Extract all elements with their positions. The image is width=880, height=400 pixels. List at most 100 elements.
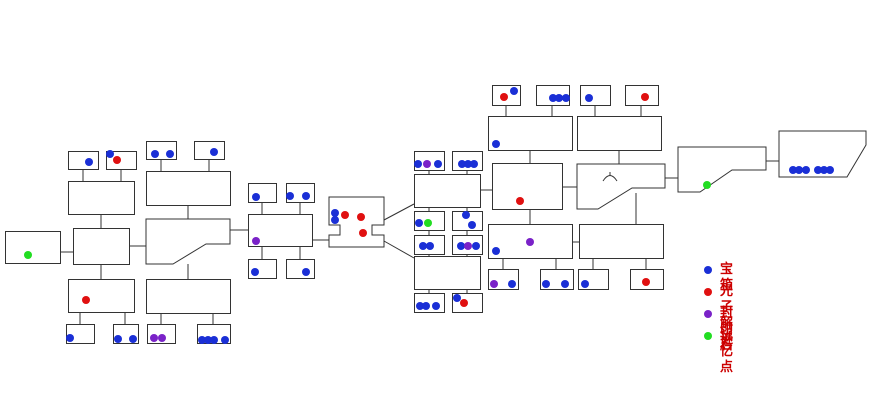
legend-label-seal-stone: 封印石 (720, 306, 734, 353)
map-room-shaped (778, 130, 867, 178)
marker-treasure-icon (302, 268, 310, 276)
marker-seal-stone-icon (150, 334, 158, 342)
marker-seal-stone-icon (158, 334, 166, 342)
marker-seal-stone-icon (526, 238, 534, 246)
marker-treasure-icon (470, 160, 478, 168)
marker-treasure-icon (457, 242, 465, 250)
marker-treasure-icon (414, 160, 422, 168)
marker-treasure-icon (66, 334, 74, 342)
marker-treasure-icon (462, 211, 470, 219)
map-room (492, 163, 563, 210)
map-room (73, 228, 130, 265)
map-room (106, 151, 137, 170)
marker-treasure-icon (795, 166, 803, 174)
marker-photon-puzzle-icon (516, 197, 524, 205)
marker-treasure-icon (581, 280, 589, 288)
marker-treasure-icon (464, 160, 472, 168)
memory-point-dot-icon (704, 332, 712, 340)
map-rooms (5, 85, 867, 344)
marker-treasure-icon (221, 336, 229, 344)
map-room (414, 256, 481, 290)
marker-photon-puzzle-icon (357, 213, 365, 221)
legend-label-memory-point: 记忆点 (720, 328, 734, 375)
legend-label-photon-puzzle: 光子解谜 (720, 284, 734, 347)
marker-treasure-icon (331, 216, 339, 224)
marker-treasure-icon (458, 160, 466, 168)
marker-treasure-icon (331, 209, 339, 217)
map-room-shaped (677, 146, 767, 193)
map-room (248, 183, 277, 203)
marker-photon-puzzle-icon (341, 211, 349, 219)
marker-memory-point-icon (424, 219, 432, 227)
marker-treasure-icon (252, 193, 260, 201)
seal-stone-dot-icon (704, 310, 712, 318)
corridor-lines (60, 105, 779, 324)
marker-treasure-icon (802, 166, 810, 174)
map-room (580, 85, 611, 106)
marker-treasure-icon (826, 166, 834, 174)
marker-treasure-icon (814, 166, 822, 174)
marker-treasure-icon (561, 280, 569, 288)
marker-treasure-icon (549, 94, 557, 102)
map-room (286, 259, 315, 279)
map-markers (24, 87, 834, 344)
marker-treasure-icon (426, 242, 434, 250)
corridor-line (383, 240, 415, 259)
marker-treasure-icon (492, 247, 500, 255)
marker-treasure-icon (468, 221, 476, 229)
marker-treasure-icon (129, 335, 137, 343)
marker-treasure-icon (198, 336, 206, 344)
marker-treasure-icon (106, 150, 114, 158)
marker-treasure-icon (204, 336, 212, 344)
marker-treasure-icon (251, 268, 259, 276)
map-room (194, 141, 225, 160)
marker-treasure-icon (286, 192, 294, 200)
marker-photon-puzzle-icon (460, 299, 468, 307)
map-room (579, 224, 664, 259)
map-room-shaped (328, 196, 385, 248)
marker-treasure-icon (510, 87, 518, 95)
map-room (68, 151, 99, 170)
marker-treasure-icon (415, 219, 423, 227)
marker-treasure-icon (585, 94, 593, 102)
marker-memory-point-icon (24, 251, 32, 259)
map-room (414, 174, 481, 208)
marker-photon-puzzle-icon (642, 278, 650, 286)
map-room (68, 279, 135, 313)
map-room (577, 116, 662, 151)
marker-treasure-icon (114, 335, 122, 343)
legend-label-treasure: 宝箱 (720, 262, 734, 293)
map-room (146, 279, 231, 314)
marker-treasure-icon (85, 158, 93, 166)
marker-treasure-icon (789, 166, 797, 174)
marker-photon-puzzle-icon (500, 93, 508, 101)
marker-seal-stone-icon (464, 242, 472, 250)
marker-treasure-icon (210, 148, 218, 156)
marker-treasure-icon (422, 302, 430, 310)
marker-treasure-icon (416, 302, 424, 310)
marker-seal-stone-icon (490, 280, 498, 288)
marker-treasure-icon (434, 160, 442, 168)
marker-treasure-icon (542, 280, 550, 288)
marker-treasure-icon (492, 140, 500, 148)
marker-photon-puzzle-icon (359, 229, 367, 237)
map-room-shaped (145, 218, 231, 265)
marker-treasure-icon (508, 280, 516, 288)
marker-treasure-icon (419, 242, 427, 250)
map-room (488, 116, 573, 151)
treasure-dot-icon (704, 266, 712, 274)
corridor-line (383, 203, 415, 221)
marker-treasure-icon (562, 94, 570, 102)
marker-treasure-icon (151, 150, 159, 158)
marker-seal-stone-icon (252, 237, 260, 245)
marker-memory-point-icon (703, 181, 711, 189)
photon-puzzle-dot-icon (704, 288, 712, 296)
marker-treasure-icon (432, 302, 440, 310)
map-room (5, 231, 61, 264)
map-room-shaped (576, 163, 666, 210)
marker-treasure-icon (453, 294, 461, 302)
marker-photon-puzzle-icon (113, 156, 121, 164)
marker-treasure-icon (302, 192, 310, 200)
marker-photon-puzzle-icon (82, 296, 90, 304)
